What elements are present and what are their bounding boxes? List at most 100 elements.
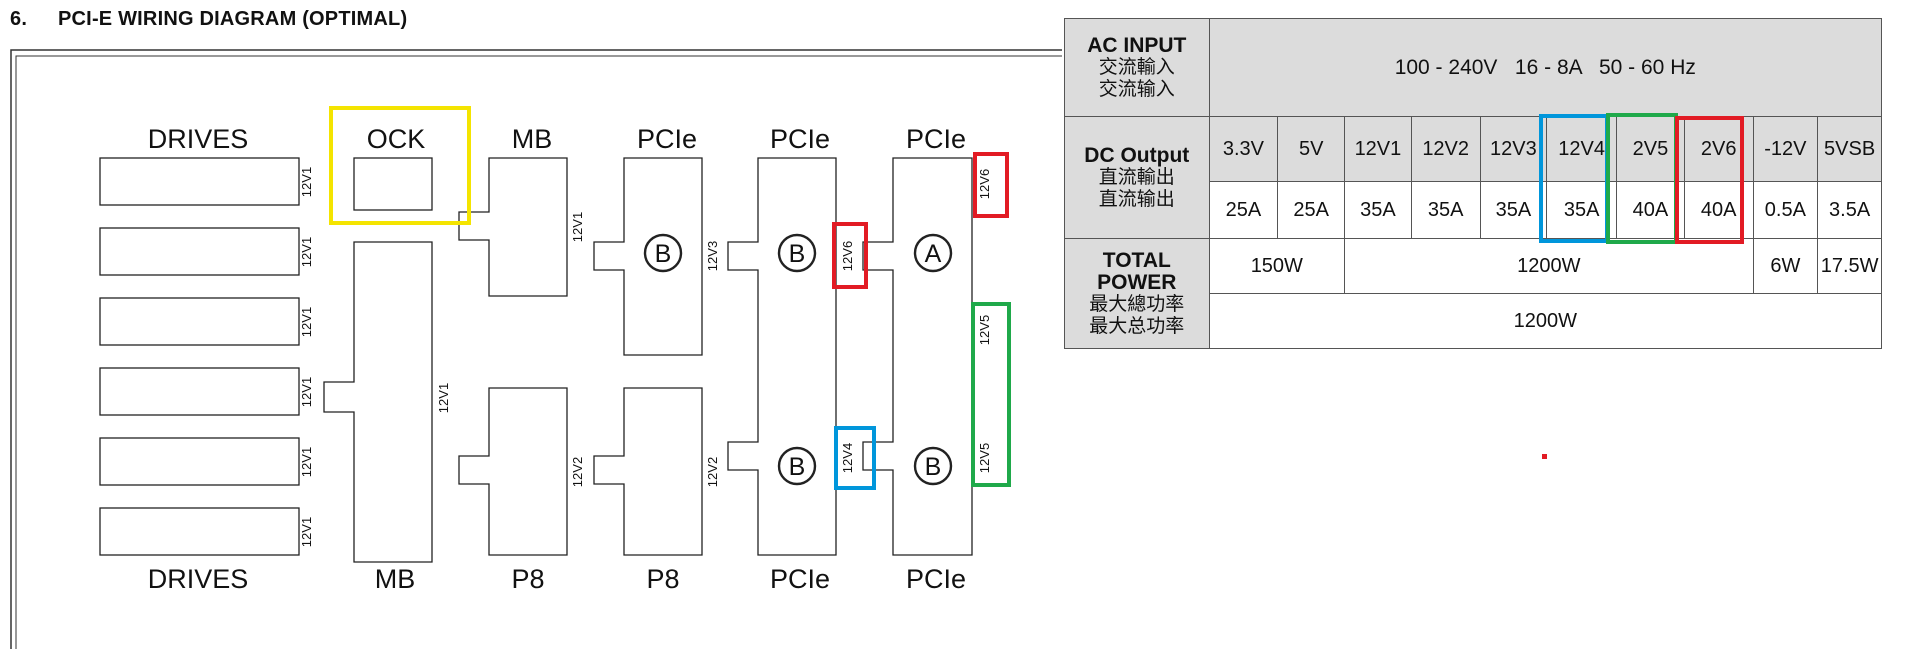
ac-input-label-sc: 交流输入 (1098, 78, 1175, 100)
pcie-connector (862, 157, 973, 556)
bottom-label-drives: DRIVES (148, 564, 249, 594)
section-number: 6. (10, 8, 28, 30)
connector-b-letter: B (789, 453, 806, 481)
wiring-diagram: B B A B B DRIVES OCK MB PCIe PCIe PCIe D… (10, 49, 1062, 649)
ock-box (353, 157, 433, 211)
amp-cell: 35A (1479, 181, 1548, 239)
top-label-pcie: PCIe (770, 124, 830, 154)
connector-a-circle (913, 233, 953, 273)
top-label-ock: OCK (367, 124, 426, 154)
connector-b-letter: B (655, 240, 672, 268)
amp-cell: 3.5A (1817, 181, 1882, 239)
connector-b-letter: B (789, 240, 806, 268)
rail-cell: 12V3 (1479, 116, 1548, 182)
rail-cell: 12V4 (1546, 116, 1618, 182)
psu-spec-table: AC INPUT 交流輸入 交流输入 100 - 240V 16 - 8A 50… (1064, 18, 1883, 349)
connector-a-letter: A (925, 240, 942, 268)
rail-cell: 12V2 (1410, 116, 1481, 182)
dc-output-header: DC Output 直流輸出 直流输出 (1064, 116, 1210, 239)
connector-b-letter: B (925, 453, 942, 481)
red-dot-mark (1542, 454, 1547, 459)
rail-label: 12V1 (299, 447, 314, 477)
dc-output-label-tc: 直流輸出 (1098, 166, 1175, 188)
top-label-mb: MB (512, 124, 553, 154)
rail-label: 12V1 (299, 307, 314, 337)
total-power-header: TOTAL POWER 最大總功率 最大总功率 (1064, 238, 1210, 349)
connector-b-circle (777, 233, 817, 273)
rail-label: 12V3 (705, 241, 720, 271)
amp-cell: 25A (1208, 181, 1279, 239)
rail-label: 12V1 (570, 212, 585, 242)
power-cell-total: 1200W (1208, 293, 1883, 349)
highlight-red (973, 152, 1009, 218)
highlight-red (832, 222, 868, 289)
bottom-label-mb: MB (375, 564, 416, 594)
ac-input-value: 100 - 240V 16 - 8A 50 - 60 Hz (1208, 18, 1883, 117)
total-power-label-tc: 最大總功率 (1089, 293, 1185, 315)
dc-output-label-sc: 直流输出 (1098, 188, 1175, 210)
rail-cell: -12V (1752, 116, 1819, 182)
rail-label: 12V6 (840, 241, 855, 271)
drive-box (99, 437, 300, 486)
rail-cell: 2V5 (1616, 116, 1685, 182)
ac-input-header: AC INPUT 交流輸入 交流输入 (1064, 18, 1210, 117)
connector-b-circle (777, 446, 817, 486)
amp-cell: 35A (1344, 181, 1412, 239)
rail-label: 12V1 (299, 517, 314, 547)
drive-box (99, 367, 300, 416)
section-heading: 6. PCI-E WIRING DIAGRAM (OPTIMAL) (10, 8, 407, 31)
rail-label: 12V5 (977, 315, 992, 345)
rail-cell: 12V1 (1344, 116, 1412, 182)
dc-output-label: DC Output (1084, 143, 1190, 167)
highlight-green-2v5 (1606, 113, 1678, 244)
mb-top-connector (458, 157, 568, 297)
p8-connector (593, 387, 703, 556)
highlight-yellow (329, 106, 471, 225)
mb-connector (323, 241, 433, 563)
rail-label: 12V1 (299, 167, 314, 197)
rail-cell: 5VSB (1817, 116, 1882, 182)
power-cell-neg12: 6W (1752, 238, 1819, 294)
rail-label: 12V1 (299, 237, 314, 267)
section-title: PCI-E WIRING DIAGRAM (OPTIMAL) (58, 8, 408, 30)
diagram-frame (10, 49, 1062, 649)
connector-b-circle (643, 233, 683, 273)
bottom-label-p8: P8 (511, 564, 544, 594)
rail-label: 12V2 (705, 457, 720, 487)
drive-box (99, 507, 300, 556)
ac-input-label-tc: 交流輸入 (1098, 56, 1175, 78)
top-label-pcie: PCIe (906, 124, 966, 154)
amp-cell: 35A (1410, 181, 1481, 239)
rail-label: 12V2 (570, 457, 585, 487)
bottom-label-pcie: PCIe (906, 564, 966, 594)
bottom-label-pcie: PCIe (770, 564, 830, 594)
amp-cell: 40A (1616, 181, 1685, 239)
power-cell-12v: 1200W (1344, 238, 1754, 294)
rail-label: 12V1 (299, 377, 314, 407)
highlight-green (971, 302, 1011, 487)
rail-label: 12V5 (977, 443, 992, 473)
rail-label: 12V1 (436, 383, 451, 413)
highlight-red-2v6 (1675, 116, 1744, 244)
drive-box (99, 227, 300, 276)
highlight-blue (834, 426, 876, 490)
connector-b-circle (913, 446, 953, 486)
top-label-pcie: PCIe (637, 124, 697, 154)
total-power-label-sc: 最大总功率 (1089, 315, 1185, 337)
drive-box (99, 297, 300, 346)
amp-cell: 0.5A (1752, 181, 1819, 239)
top-label-drives: DRIVES (148, 124, 249, 154)
rail-cell: 5V (1277, 116, 1346, 182)
rail-label: 12V4 (840, 443, 855, 473)
amp-cell: 25A (1277, 181, 1346, 239)
rail-label: 12V6 (977, 169, 992, 199)
drive-box (99, 157, 300, 206)
rail-cell: 3.3V (1208, 116, 1279, 182)
ac-input-label: AC INPUT (1087, 33, 1187, 57)
p8-connector (458, 387, 568, 556)
total-power-label: TOTAL POWER (1097, 248, 1177, 294)
power-cell-low: 150W (1208, 238, 1346, 294)
highlight-blue-12v4 (1539, 114, 1609, 243)
power-cell-5vsb: 17.5W (1817, 238, 1882, 294)
bottom-label-p8: P8 (646, 564, 679, 594)
